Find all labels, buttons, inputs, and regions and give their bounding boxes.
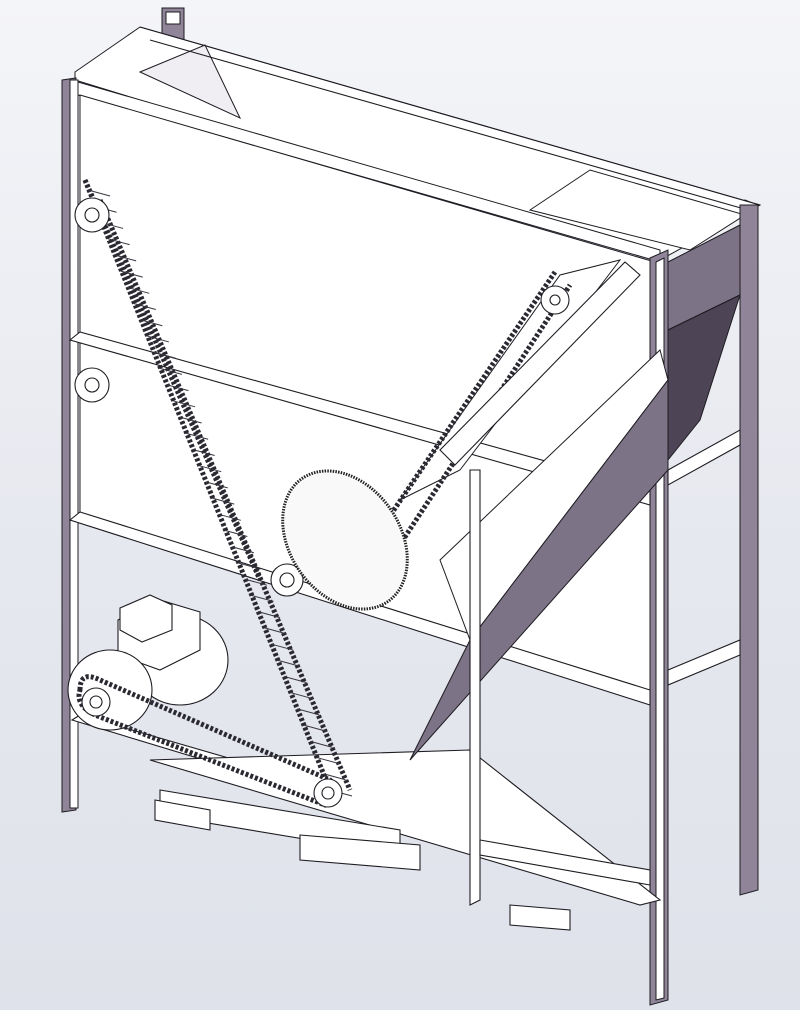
conveyor-slat [244,578,268,586]
conveyor-slat [192,448,215,456]
right-conveyor-chain [357,270,558,562]
conveyor-slat [316,757,340,765]
conveyor-slat [290,692,313,700]
conveyor-slat [257,611,281,619]
conveyor-slat [87,189,111,197]
conveyor-slat [303,724,326,732]
conveyor-slat [199,465,222,473]
conveyor-slat [166,384,189,392]
left-conveyor [74,178,353,797]
conveyor-slat [225,530,248,538]
conveyor-slat [133,303,156,310]
conveyor-slat [310,740,333,748]
conveyor-slat [159,367,183,375]
conveyor-slat [212,497,235,505]
right-conveyor-arm [439,261,641,466]
conveyor-slat [205,481,228,489]
right-post [649,204,759,1006]
conveyor-slat [179,416,202,424]
conveyor-slat [231,546,255,554]
conveyor-slat [251,594,274,602]
top-hopper [74,26,762,263]
drive-chain [76,674,343,808]
right-conveyor [357,259,641,577]
drive-motor [67,594,229,731]
conveyor-slat [297,708,320,716]
conveyor-slat [323,773,346,781]
conveyor-slat [218,513,241,521]
conveyor-slat [271,643,294,651]
conveyor-slat [107,238,130,246]
diagonal-chute [409,349,669,906]
conveyor-slat [277,659,300,667]
gear-wheel [281,469,409,611]
conveyor-slat [120,270,143,278]
conveyor-slat [127,286,150,294]
conveyor-slat [172,400,196,408]
conveyor-slat [114,254,137,262]
left-conveyor-chain-outer [82,179,333,791]
left-post [61,77,79,813]
conveyor-slat [140,319,163,327]
conveyor-slat [238,562,261,570]
motor-terminal-box [119,594,173,643]
conveyor-slat [284,676,307,683]
conveyor-slat [146,335,169,343]
left-conveyor-chain-inner [97,199,353,791]
base-skid [154,789,651,931]
conveyor-slat [153,351,176,359]
conveyor-slat [264,627,287,635]
conveyor-slat [185,432,209,440]
hopper-triangle [138,44,242,120]
